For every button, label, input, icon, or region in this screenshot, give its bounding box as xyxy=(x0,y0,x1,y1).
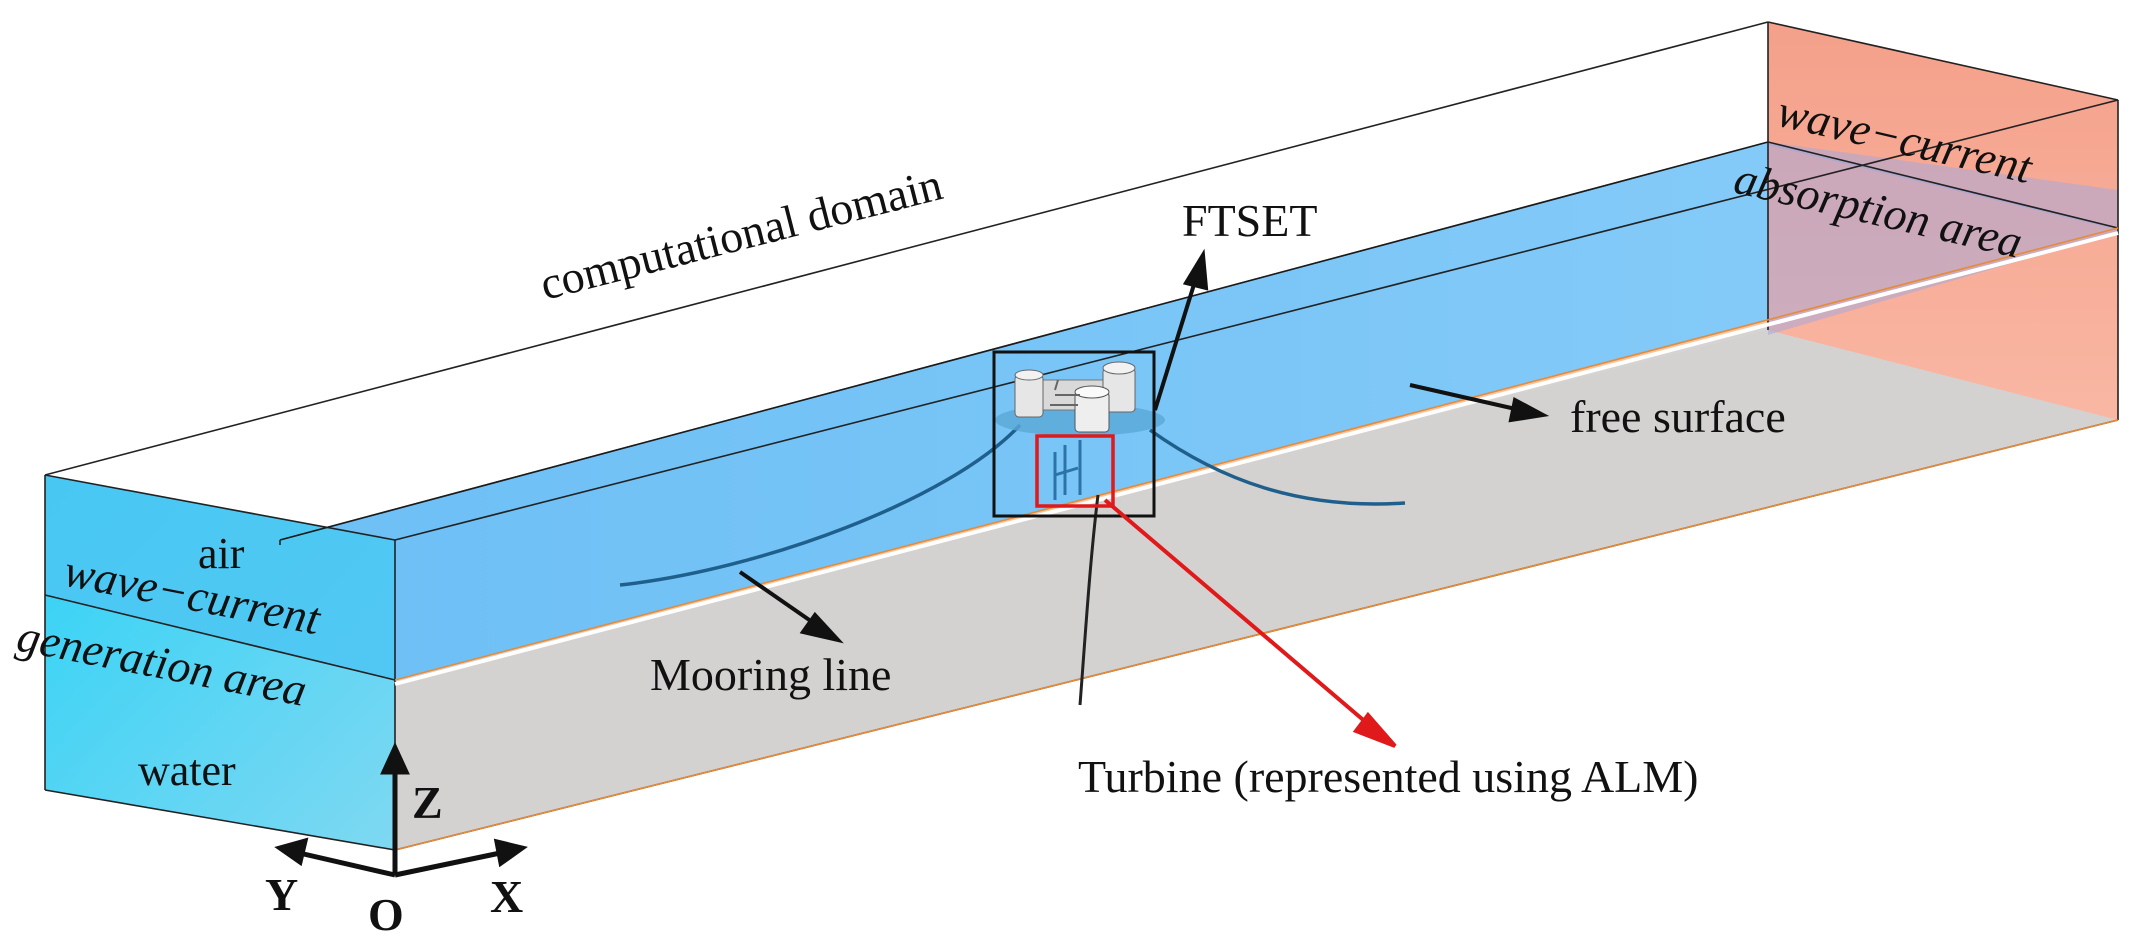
turbine-highlight-box xyxy=(1035,434,1115,508)
coordinate-axes xyxy=(274,741,528,878)
label-ftset: FTSET xyxy=(1182,195,1317,246)
axis-z-label: Z xyxy=(412,777,443,828)
axis-x-label: X xyxy=(490,871,523,922)
absorption-water-band xyxy=(1768,142,2118,335)
water-volume-far xyxy=(280,142,2118,680)
ftset-highlight-box xyxy=(992,350,1156,518)
label-water: water xyxy=(138,746,236,795)
seabed-front xyxy=(395,330,2118,850)
label-free-surface: free surface xyxy=(1570,391,1786,442)
annotation-arrows xyxy=(738,248,1550,644)
label-turbine: Turbine (represented using ALM) xyxy=(1078,751,1698,802)
ftset-platform xyxy=(995,361,1165,436)
water-surface-edge xyxy=(279,141,1769,541)
turbine-arrow xyxy=(1103,498,1397,748)
axis-origin-label: O xyxy=(368,889,404,940)
axis-y-label: Y xyxy=(265,869,298,920)
turbine-rotor xyxy=(1053,440,1082,500)
label-mooring-line: Mooring line xyxy=(650,649,891,700)
label-air: air xyxy=(198,529,245,578)
label-computational-domain: computational domain xyxy=(535,158,947,309)
mooring-lines xyxy=(619,423,1406,706)
generation-upper xyxy=(45,475,395,680)
